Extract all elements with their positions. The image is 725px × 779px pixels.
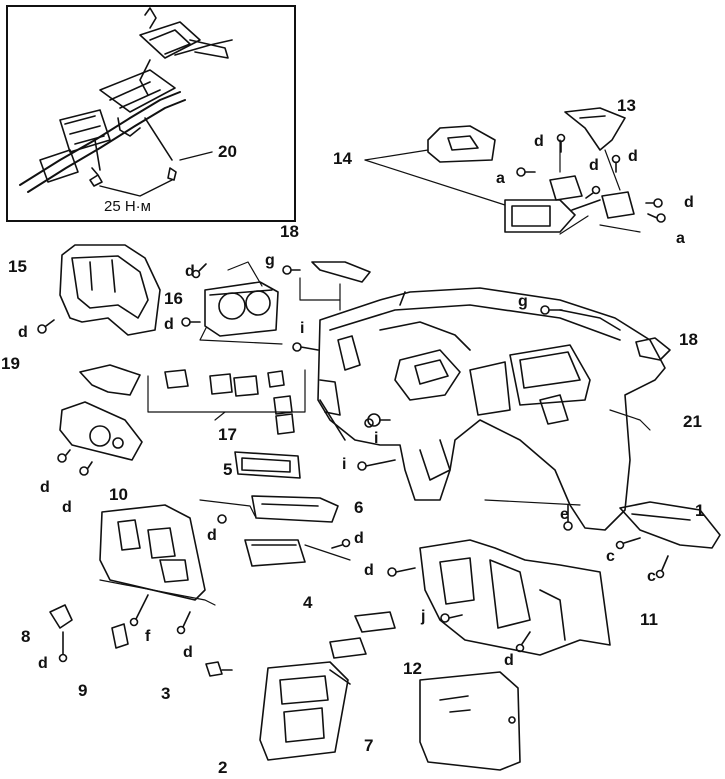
fastener-d: d: [62, 499, 72, 516]
fastener-d: d: [354, 530, 364, 547]
fastener-d: d: [164, 316, 174, 333]
fastener-g: g: [265, 252, 275, 269]
part-9-clip: [111, 623, 129, 649]
fastener-d: d: [628, 148, 638, 165]
part-number-8: 8: [21, 627, 31, 646]
part-15-cluster-hood: [37, 244, 161, 336]
fastener-e: e: [560, 506, 569, 523]
part-17-switches: [147, 369, 306, 435]
fastener-c: c: [606, 548, 615, 565]
part-11-lower-console: [387, 539, 611, 656]
fastener-g: g: [518, 293, 528, 310]
part-13-cover: [564, 107, 626, 151]
fastener-d: d: [534, 133, 544, 150]
fastener-d: d: [684, 194, 694, 211]
fastener-i: i: [342, 456, 347, 473]
part-number-15: 15: [8, 257, 27, 276]
part-3-bulb: [205, 661, 233, 677]
part-7-glovebox: [419, 671, 521, 771]
part-number-18-right: 18: [679, 330, 698, 349]
part-number-20: 20: [218, 142, 237, 161]
part-6-bracket: [199, 495, 339, 524]
part-number-14: 14: [333, 149, 352, 168]
part-10-lower-panel: [99, 504, 216, 635]
part-number-5: 5: [223, 460, 233, 479]
part-5-panel: [234, 451, 301, 479]
part-number-2: 2: [218, 758, 228, 777]
part-number-21: 21: [683, 412, 702, 431]
part-number-17: 17: [218, 425, 237, 444]
screws-dashboard: [292, 342, 581, 531]
part-number-1: 1: [695, 501, 705, 520]
part-number-11: 11: [640, 610, 658, 629]
part-number-18-left: 18: [280, 222, 299, 241]
part-8-clip: [49, 604, 73, 663]
fastener-d: d: [38, 655, 48, 672]
steering-column-inset: [6, 5, 296, 222]
fastener-d: d: [504, 652, 514, 669]
part-16-instrument-cluster: [181, 261, 283, 345]
part-18-bracket-right: [540, 305, 671, 361]
part-2-center-bezel: [259, 661, 351, 761]
part-12-vent: [329, 611, 396, 659]
fastener-d: d: [18, 324, 28, 341]
part-number-3: 3: [161, 684, 171, 703]
fastener-d: d: [364, 562, 374, 579]
fastener-a: a: [496, 170, 505, 187]
fastener-d: d: [185, 263, 195, 280]
leader-lines-upper: [364, 139, 641, 235]
part-number-7: 7: [364, 736, 374, 755]
part-number-6: 6: [354, 498, 364, 517]
part-number-12: 12: [403, 659, 422, 678]
fastener-c: c: [647, 568, 656, 585]
steering-column-illustration: [19, 7, 233, 197]
part-4-pocket: [244, 538, 351, 567]
fastener-d: d: [40, 479, 50, 496]
fastener-d: d: [207, 527, 217, 544]
fastener-i: i: [374, 430, 379, 447]
part-14-cover: [427, 125, 496, 163]
part-number-16: 16: [164, 289, 183, 308]
part-number-9: 9: [78, 681, 88, 700]
part-19-column-covers: [57, 364, 143, 476]
part-number-10: 10: [109, 485, 128, 504]
part-number-4: 4: [303, 593, 313, 612]
part-14-switch-panel: [504, 175, 635, 233]
fastener-j: j: [421, 608, 426, 625]
part-1-side-trim: [615, 501, 721, 579]
part-21-dashboard: [317, 287, 666, 531]
fastener-i: i: [300, 320, 305, 337]
fastener-d: d: [589, 157, 599, 174]
part-number-19: 19: [1, 354, 20, 373]
fastener-d: d: [183, 644, 193, 661]
torque-value-label: 25 Н·м: [104, 198, 151, 215]
part-number-13: 13: [617, 96, 636, 115]
fastener-f: f: [145, 628, 151, 645]
screws-upper: [516, 133, 666, 223]
fastener-a: a: [676, 230, 685, 247]
part-18-bracket-left: [282, 261, 371, 311]
